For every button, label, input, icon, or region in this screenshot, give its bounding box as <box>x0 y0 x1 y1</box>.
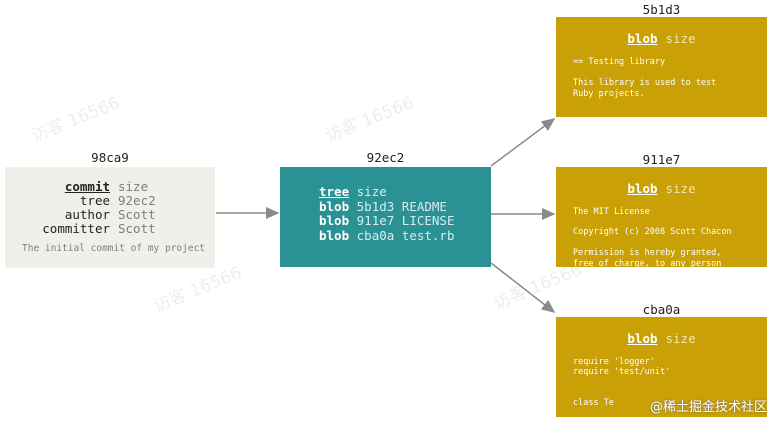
blob-object: blob size require 'logger' require 'test/… <box>556 317 767 417</box>
blob-object: blob size == Testing library This library… <box>556 17 767 117</box>
tree-entry-detail: 5b1d3 README <box>356 199 447 214</box>
tree-entry: blob 5b1d3 README <box>319 199 447 215</box>
tree-entry: tree size <box>319 184 387 200</box>
commit-value: 92ec2 <box>118 193 156 208</box>
commit-key: author <box>64 207 110 222</box>
arrow-tree-to-blob-5b1d3 <box>490 118 556 167</box>
blob-size: size <box>665 181 696 196</box>
site-watermark: @稀土掘金技术社区 <box>649 400 767 415</box>
tree-object: tree size blob 5b1d3 README blob 911e7 L… <box>280 167 491 267</box>
commit-key: commit <box>64 179 110 194</box>
blob-content-line: class Te <box>573 398 614 408</box>
blob-content-line: free of charge, to any person <box>573 259 722 267</box>
tree-hash-label: 92ec2 <box>366 150 405 165</box>
blob-content-line: Copyright (c) 2008 Scott Chacon <box>573 227 732 237</box>
blob-hash-label: cba0a <box>642 302 681 317</box>
blob-size: size <box>665 331 696 346</box>
tree-entry-type: tree <box>319 184 350 199</box>
blob-header: blob size <box>556 31 767 46</box>
blob-content-line: require 'test/unit' <box>573 367 671 377</box>
tree-entry: blob cba0a test.rb <box>319 228 455 244</box>
blob-header: blob size <box>556 331 767 346</box>
tree-entry-detail: cba0a test.rb <box>356 228 455 243</box>
blob-type: blob <box>627 181 658 196</box>
commit-key: tree <box>79 193 110 208</box>
arrow-tree-to-blob-cba0a <box>490 262 556 313</box>
tree-entry: blob 911e7 LICENSE <box>319 213 455 229</box>
tree-entry-detail: 911e7 LICENSE <box>356 213 455 228</box>
commit-hash-label: 98ca9 <box>91 150 129 165</box>
blob-content-line: This library is used to test <box>573 78 717 88</box>
commit-value: Scott <box>118 207 156 222</box>
blob-type: blob <box>627 331 658 346</box>
blob-content-line: == Testing library <box>573 57 666 67</box>
blob-header: blob size <box>556 181 767 196</box>
tree-entry-type: blob <box>319 228 350 243</box>
blob-type: blob <box>627 31 658 46</box>
commit-message: The initial commit of my project <box>22 243 206 254</box>
blob-content-line: Ruby projects. <box>573 89 645 99</box>
commit-key: committer <box>42 221 110 236</box>
tree-entry-detail: size <box>356 184 387 199</box>
commit-object: commit size tree 92ec2 author Scott comm… <box>5 167 215 268</box>
blob-object: blob size The MIT License Copyright (c) 2… <box>556 167 767 267</box>
tree-entry-type: blob <box>319 199 350 214</box>
tree-entry-type: blob <box>319 213 350 228</box>
blob-hash-label: 911e7 <box>642 152 681 167</box>
blob-size: size <box>665 31 696 46</box>
commit-value: Scott <box>118 221 156 236</box>
blob-content-line: require 'logger' <box>573 357 655 367</box>
blob-hash-label: 5b1d3 <box>642 2 681 17</box>
blob-content-line: Permission is hereby granted, <box>573 248 722 258</box>
commit-value: size <box>118 179 149 194</box>
blob-content-line: The MIT License <box>573 207 650 217</box>
